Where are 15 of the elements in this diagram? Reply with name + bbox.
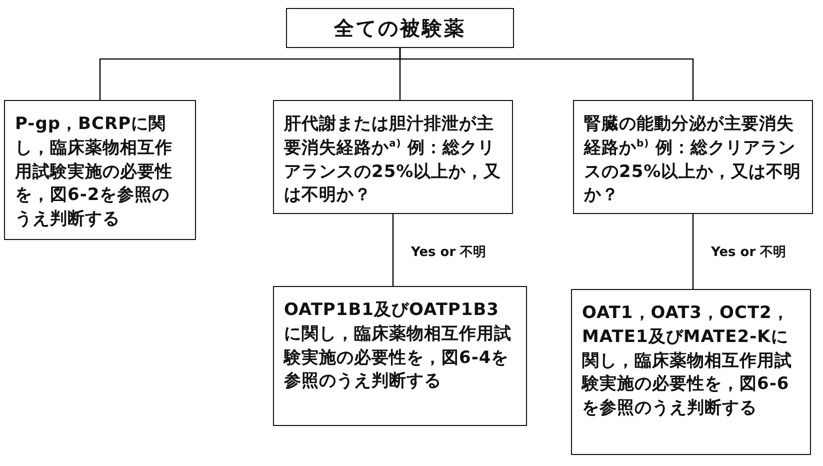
box-text: 肝代謝または胆汁排泄が主要消失経路か$^{a)}$ 例：総クリアランスの25%以上か，又は不明か？ [284,113,502,208]
connector-line [399,48,694,100]
box-text: P-gp，BCRPに関し，臨床薬物相互作用試験実施の必要性を，図6-2を参照のうえ判断する [15,113,174,232]
start-box [286,8,514,48]
connector-line [692,214,694,289]
process-box [273,100,513,214]
process-box [273,286,527,426]
process-box [571,289,811,455]
box-text: OATP1B1及びOATP1B3に関し，臨床薬物相互作用試験実施の必要性を，図6-4を参照のうえ判断する [284,299,512,394]
box-text: 腎臓の能動分泌が主要消失経路か$^{b)}$ 例：総クリアランスの25%以上か，又は不明か？ [584,113,802,208]
box-text: 全ての被験薬 [334,15,466,42]
box-text: OAT1，OAT3，OCT2，MATE1及びMATE2-Kに関し，臨床薬物相互作用試験実施の必要性を，図6-6を参照のうえ判断する [582,302,793,420]
connector-line [392,214,394,286]
process-box [4,100,196,240]
process-box [573,100,813,214]
